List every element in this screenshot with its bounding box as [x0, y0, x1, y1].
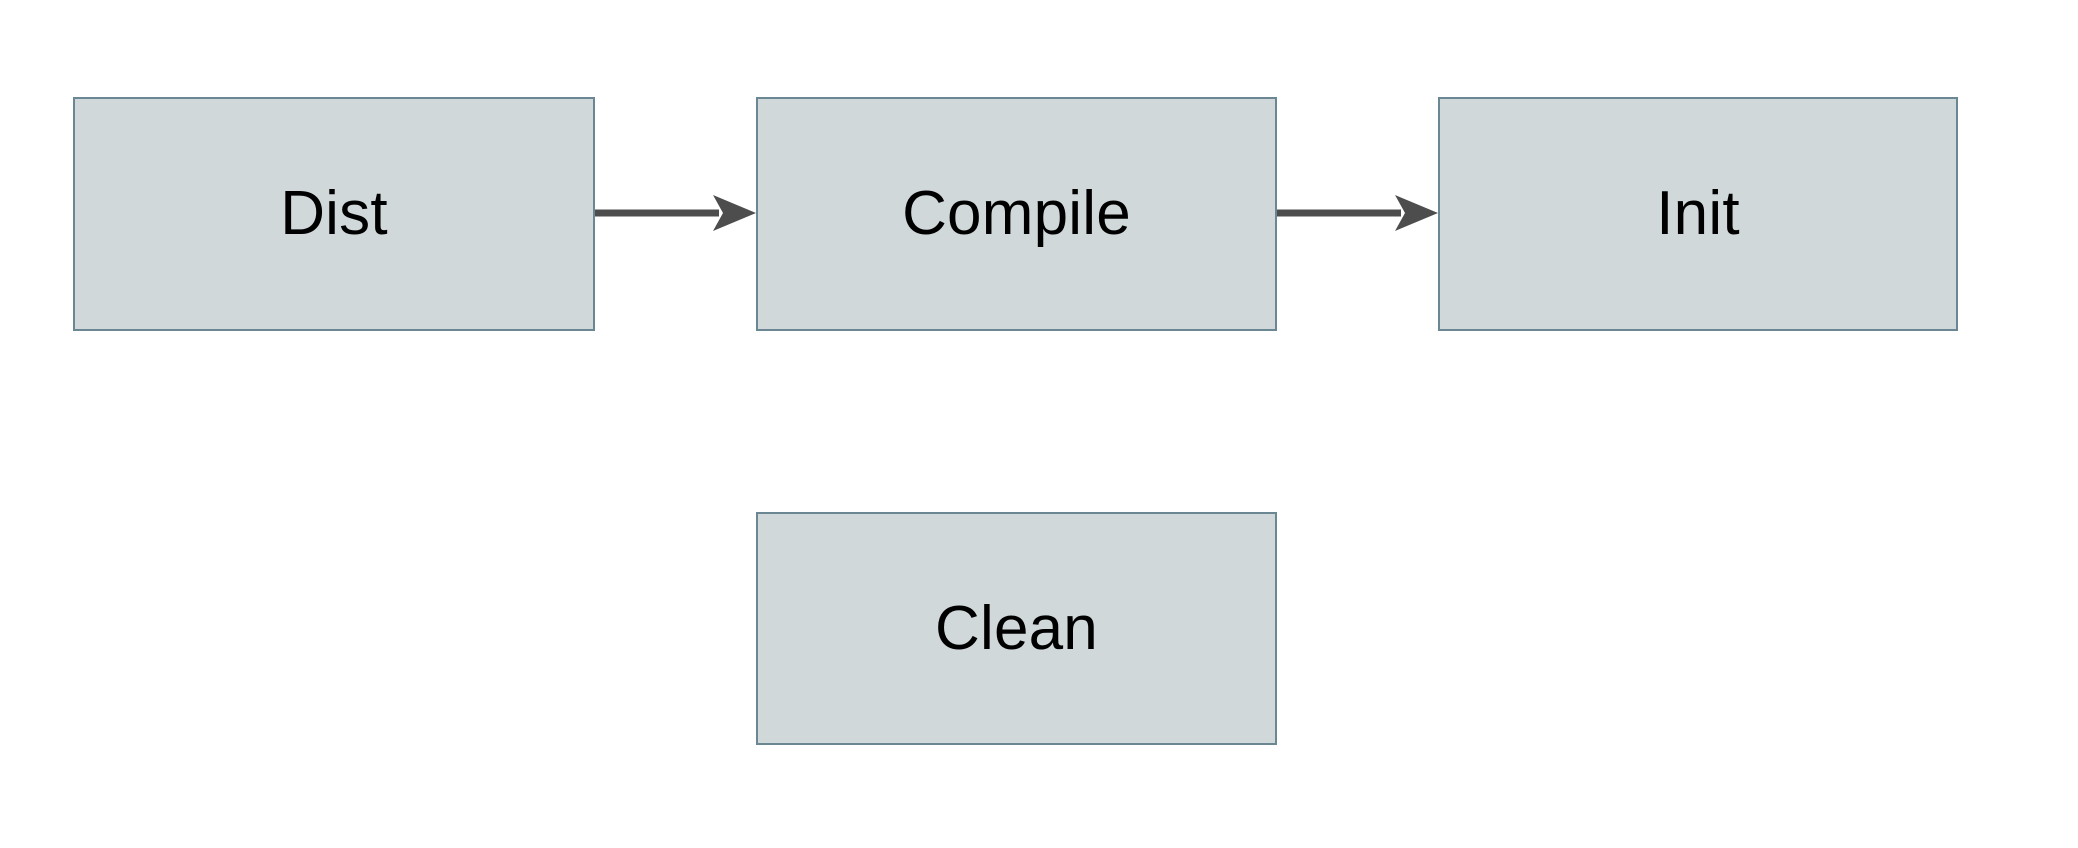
node-clean[interactable]: Clean — [756, 512, 1277, 745]
node-compile[interactable]: Compile — [756, 97, 1277, 331]
node-dist[interactable]: Dist — [73, 97, 595, 331]
arrow-icon — [1277, 195, 1438, 231]
arrow-icon — [595, 195, 756, 231]
node-clean-label: Clean — [935, 593, 1098, 663]
node-init-label: Init — [1656, 179, 1740, 248]
node-compile-label: Compile — [902, 179, 1131, 248]
node-init[interactable]: Init — [1438, 97, 1958, 331]
edge-dist-to-compile[interactable] — [595, 193, 757, 233]
node-dist-label: Dist — [280, 179, 388, 248]
edge-compile-to-init[interactable] — [1277, 193, 1439, 233]
